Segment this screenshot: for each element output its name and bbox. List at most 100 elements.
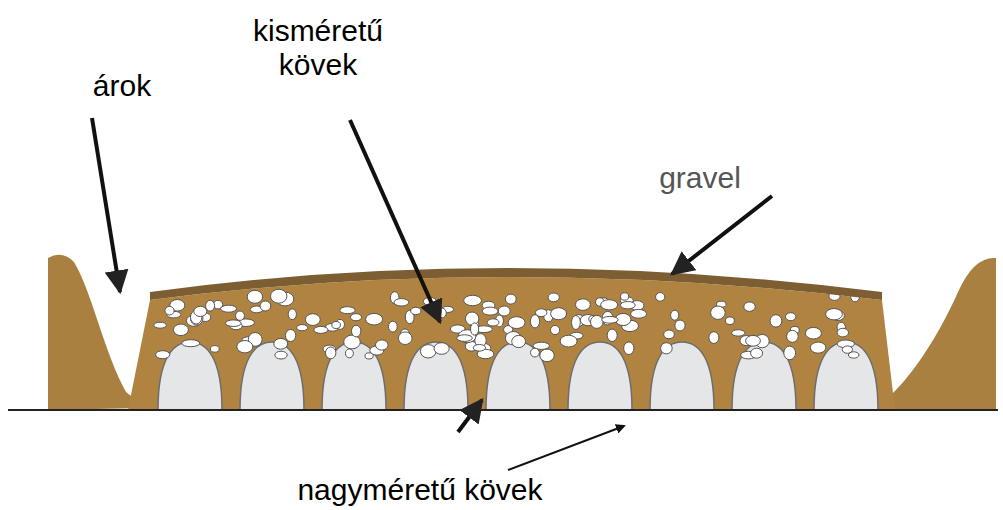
leader-arrow (508, 426, 624, 470)
small-stone (350, 314, 361, 321)
small-stone (236, 311, 245, 320)
small-stone (365, 353, 373, 359)
ground-line (8, 409, 998, 411)
small-stone (471, 323, 479, 335)
leader-arrow (672, 196, 772, 274)
small-stone (540, 349, 554, 362)
small-stone (675, 320, 685, 331)
part-label: nagyméretű kövek (220, 473, 620, 508)
small-stone (551, 325, 560, 334)
small-stone (165, 306, 174, 315)
small-stone (297, 325, 308, 331)
small-stone (221, 305, 237, 312)
small-stone (810, 342, 825, 353)
small-stone (345, 349, 353, 358)
small-stone (661, 343, 673, 354)
small-stone (560, 335, 577, 347)
small-stone (288, 309, 296, 320)
small-stone (154, 322, 167, 328)
small-stone (352, 325, 361, 337)
small-stone (206, 300, 215, 311)
small-stone (247, 290, 262, 303)
gravel-layer (150, 268, 882, 300)
small-stone (572, 316, 581, 330)
small-stone (602, 316, 618, 323)
small-stone (848, 352, 859, 358)
road-body (128, 277, 895, 410)
small-stone (226, 320, 242, 327)
small-stone (746, 335, 761, 346)
small-stone (314, 326, 328, 333)
small-stone (332, 322, 341, 329)
small-stone (498, 306, 510, 316)
small-stone (837, 328, 848, 337)
leader-arrow (350, 120, 440, 322)
large-stone (732, 342, 796, 410)
small-stone (607, 329, 617, 341)
small-stone (784, 346, 796, 360)
leader-arrow (92, 118, 120, 292)
small-stone (531, 348, 540, 357)
small-stone (340, 307, 355, 314)
small-stone (551, 308, 567, 320)
small-stone (751, 348, 763, 358)
large-stone (568, 342, 632, 410)
small-stone (434, 343, 449, 355)
small-stone (411, 307, 421, 314)
small-stone (576, 299, 591, 311)
small-stone (508, 317, 525, 329)
large-stone (650, 342, 714, 410)
small-stone (826, 309, 843, 320)
small-stone (271, 289, 287, 303)
small-stone (182, 340, 200, 347)
large-stone (322, 342, 386, 410)
small-stone (530, 315, 539, 328)
small-stone (591, 315, 604, 328)
small-stone (664, 330, 675, 339)
small-stone (274, 338, 288, 349)
small-stone (420, 345, 436, 358)
small-stone (473, 345, 485, 352)
part-label: kisméretű kövek (228, 14, 408, 83)
small-stone (237, 341, 253, 353)
small-stone (536, 309, 547, 317)
small-stone (709, 332, 719, 344)
small-stone (344, 335, 361, 349)
small-stone (388, 321, 397, 332)
part-label: árok (52, 69, 192, 104)
part-label: gravel (620, 161, 780, 196)
small-stone (275, 351, 287, 359)
small-stone (285, 330, 295, 342)
small-stone (173, 324, 188, 336)
small-stone (671, 310, 679, 320)
small-stone (770, 315, 782, 327)
small-stone (260, 301, 271, 311)
small-stone (621, 293, 629, 300)
small-stone (326, 347, 336, 359)
small-stone (376, 340, 389, 350)
small-stone (620, 302, 635, 309)
small-stone (624, 342, 634, 355)
small-stones (154, 289, 860, 362)
large-stones (158, 342, 878, 410)
large-stone (404, 342, 468, 410)
small-stone (726, 317, 735, 325)
small-stone (631, 309, 647, 318)
small-stone (786, 313, 796, 321)
small-stone (194, 306, 207, 316)
small-stone (394, 299, 409, 306)
small-stone (305, 314, 320, 326)
small-stone (732, 330, 745, 336)
leader-arrow (458, 400, 482, 432)
small-stone (711, 306, 726, 319)
small-stone (512, 335, 526, 347)
small-stone (505, 294, 516, 304)
small-stone (487, 319, 499, 326)
small-stone (210, 346, 219, 353)
small-stone (398, 332, 412, 345)
small-stone (482, 307, 498, 315)
small-stone (601, 300, 618, 310)
small-stone (744, 302, 755, 311)
small-stone (464, 295, 482, 305)
small-stone (156, 351, 170, 359)
